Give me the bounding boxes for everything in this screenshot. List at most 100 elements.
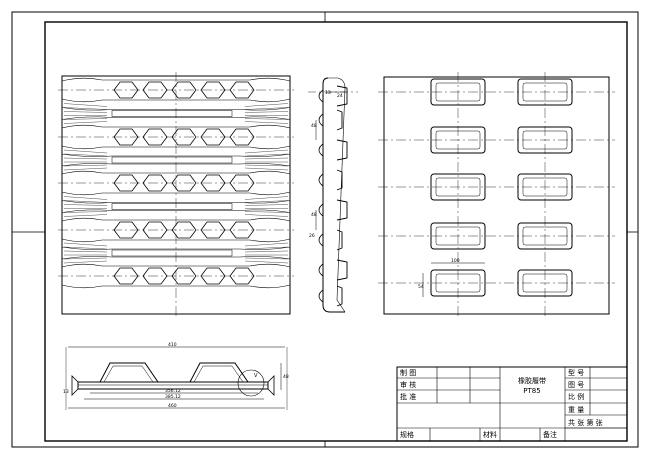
profile-outline (322, 77, 345, 313)
tread-flow-hatch (63, 111, 108, 113)
tread-flow-hatch (244, 200, 289, 203)
pad-block-inner (522, 226, 568, 246)
tread-flow-hatch (63, 107, 108, 110)
tread-flow-line (61, 246, 291, 250)
profile-bump (318, 89, 324, 103)
dim-section-overall: 410 (168, 342, 177, 348)
tread-flow-hatch (63, 153, 108, 157)
tread-flow-hatch (244, 257, 289, 260)
tread-flow-hatch (244, 214, 289, 217)
profile-lug (336, 85, 348, 107)
profile-lug-steps (308, 85, 358, 307)
profile-lug (336, 285, 343, 307)
tread-flow-hatch (244, 246, 289, 250)
profile-bump (318, 263, 324, 277)
tread-flow-hatch (244, 204, 289, 206)
tread-flow-hatch (244, 164, 289, 167)
section-lug-left-inner (103, 365, 154, 383)
section-view-mark: V (254, 373, 258, 379)
section-flange-right (267, 375, 275, 396)
tread-metal-core (111, 203, 233, 210)
tread-metal-core (111, 156, 233, 164)
dim-profile-mid1: 48 (311, 123, 317, 129)
tb-spec-label: 规格 (400, 430, 414, 439)
tread-hex-lug (171, 267, 197, 285)
tb-label-review: 审 核 (400, 380, 416, 389)
tread-flow-hatch (244, 118, 289, 120)
tread-flow-hatch (244, 260, 289, 264)
tread-hex-lug (171, 174, 197, 192)
tread-flow-hatch (63, 157, 108, 160)
tb-note-label: 备注 (543, 430, 557, 439)
cross-section-view: 410 356.12 385.12 460 48 13 V (63, 342, 289, 410)
tread-flow-hatch (63, 257, 108, 260)
tb-drawing-no-label: 图 号 (568, 381, 584, 389)
title-block-border (396, 366, 628, 442)
tread-top-view (58, 72, 294, 318)
tread-metal-core (111, 249, 233, 257)
tb-label-draw: 制 图 (400, 368, 416, 377)
tread-flow-hatch (63, 260, 108, 264)
title-block: 制 图 审 核 批 准 橡胶履带 PT85 型 号 图 号 比 例 重 量 共 … (396, 366, 628, 442)
tb-sheet-label: 共 张 第 张 (568, 418, 603, 427)
tb-model-label: 型 号 (568, 368, 584, 377)
section-lug-left (99, 362, 159, 383)
dim-section-left: 13 (63, 389, 69, 395)
tread-hex-lug (171, 221, 197, 239)
detail-circle (237, 369, 265, 397)
tread-flow-hatch (63, 214, 108, 217)
tread-flow-line (61, 153, 291, 157)
tread-flow-hatch (63, 204, 108, 206)
pad-block-inner (435, 226, 481, 246)
tread-flow-hatch (244, 149, 289, 154)
tb-part-code: PT85 (523, 387, 540, 395)
dim-pad-width: 100 (451, 258, 460, 264)
profile-bump (318, 203, 324, 217)
section-lug-right-inner (193, 365, 244, 383)
dim-profile-top2: 24 (337, 93, 343, 99)
profile-lug (336, 229, 343, 251)
profile-bump (318, 113, 324, 127)
profile-bump (318, 289, 324, 303)
tb-label-approve: 批 准 (400, 392, 416, 401)
pad-block-inner (522, 177, 568, 197)
tread-band-lower-edge (61, 284, 291, 289)
dim-section-total: 460 (168, 403, 177, 409)
side-profile-view: 13 24 48 48 26 (308, 77, 358, 313)
dim-section-inner2: 385.12 (165, 394, 181, 400)
inner-border (44, 21, 628, 442)
pad-panel-border (383, 76, 610, 315)
tb-part-name: 橡胶履带 (518, 376, 546, 385)
tread-flow-hatch (244, 107, 289, 110)
pad-block-inner (435, 177, 481, 197)
tread-flow-hatch (244, 153, 289, 157)
tread-flow-hatch (63, 242, 108, 247)
dim-section-inner1: 356.12 (165, 388, 181, 394)
tread-flow-hatch (244, 167, 289, 171)
tb-scale-label: 比 例 (568, 392, 584, 401)
tread-hex-lug (229, 128, 255, 146)
tread-hex-lug (229, 81, 255, 99)
tread-flow-hatch (63, 246, 108, 250)
tread-flow-hatch (63, 211, 108, 213)
pad-bottom-view: 100 54 (378, 72, 615, 318)
profile-lug (336, 259, 348, 281)
tread-hex-lug (229, 267, 255, 285)
tread-flow-hatch (244, 157, 289, 160)
tread-flow-hatch (63, 149, 108, 154)
section-flange-left (71, 375, 79, 396)
tread-flow-hatch (244, 242, 289, 247)
tread-flow-hatch (63, 121, 108, 124)
section-lug-right (189, 362, 249, 383)
tread-flow-hatch (63, 118, 108, 120)
dim-profile-top: 13 (325, 90, 331, 96)
tb-weight-label: 重 量 (568, 406, 584, 414)
tread-flow-hatch (63, 196, 108, 200)
tread-hex-lug (229, 174, 255, 192)
tread-hex-lug (229, 221, 255, 239)
dim-pad-height: 54 (418, 284, 424, 290)
profile-bump (318, 233, 324, 247)
tread-flow-hatch (244, 103, 289, 107)
pad-block-inner (522, 82, 568, 102)
